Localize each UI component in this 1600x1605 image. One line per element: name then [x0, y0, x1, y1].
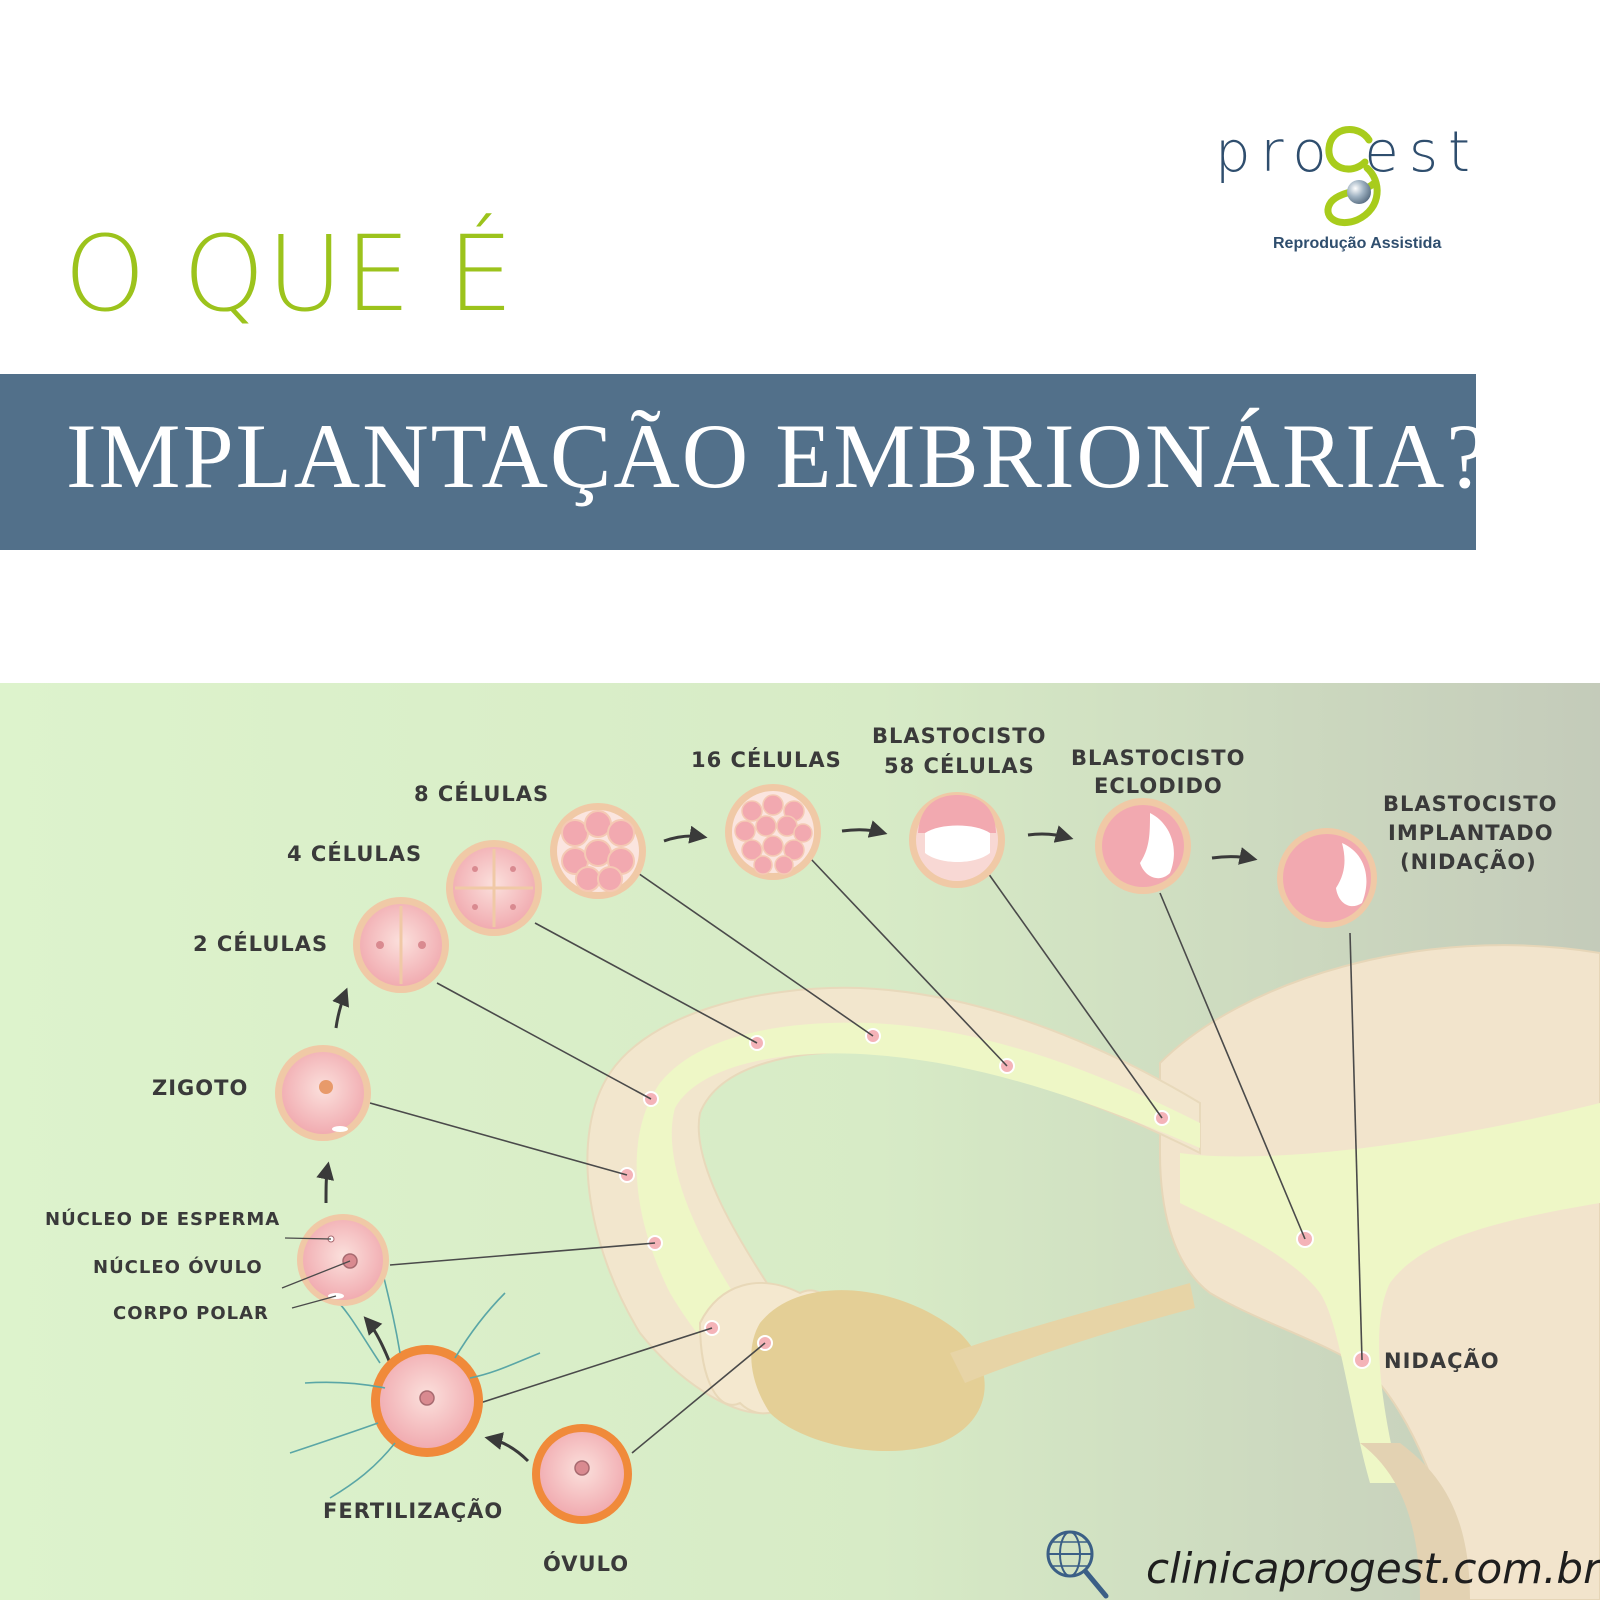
progest-g-logo-icon	[1315, 122, 1391, 234]
label-egg-nucleus: NÚCLEO ÓVULO	[93, 1256, 263, 1278]
kicker-heading: O QUE É	[64, 222, 515, 326]
cell-ovulo	[532, 1424, 632, 1524]
label-blasto58-line1: BLASTOCISTO	[872, 724, 1046, 748]
embryo-development-diagram: ÓVULO FERTILIZAÇÃO ZIGOTO 2 CÉLULAS 4 CÉ…	[0, 683, 1600, 1600]
cell-blasto58	[909, 792, 1005, 888]
label-sperm-nucleus: NÚCLEO DE ESPERMA	[45, 1208, 280, 1230]
label-implantado-line2: IMPLANTADO	[1388, 821, 1554, 845]
brand-logo: pro est Reprodução Assistida	[1205, 112, 1525, 262]
label-nidacao: NIDAÇÃO	[1384, 1348, 1500, 1373]
cell-eclodido	[1095, 798, 1191, 894]
cell-8celulas	[550, 803, 646, 899]
cell-2celulas	[353, 897, 449, 993]
title-band: IMPLANTAÇÃO EMBRIONÁRIA?	[0, 374, 1476, 550]
label-ovulo: ÓVULO	[543, 1551, 629, 1576]
label-fertilizacao: FERTILIZAÇÃO	[323, 1498, 503, 1523]
page-title: IMPLANTAÇÃO EMBRIONÁRIA?	[66, 410, 1489, 502]
label-blasto58-line2: 58 CÉLULAS	[884, 753, 1035, 778]
label-8celulas: 8 CÉLULAS	[414, 781, 549, 806]
logo-tagline: Reprodução Assistida	[1273, 235, 1441, 253]
label-eclodido-line2: ECLODIDO	[1094, 774, 1223, 798]
label-16celulas: 16 CÉLULAS	[691, 747, 842, 772]
cell-16celulas	[725, 784, 821, 880]
label-implantado-line3: (NIDAÇÃO)	[1400, 849, 1537, 874]
search-globe-icon	[1040, 1524, 1136, 1600]
label-polar-body: CORPO POLAR	[113, 1303, 269, 1324]
label-zigoto: ZIGOTO	[152, 1076, 248, 1100]
footer: clinicaprogest.com.br	[1040, 1524, 1600, 1600]
website-url[interactable]: clinicaprogest.com.br	[1146, 1544, 1600, 1593]
label-2celulas: 2 CÉLULAS	[193, 931, 328, 956]
cell-zigoto	[275, 1045, 371, 1141]
cell-4celulas	[446, 840, 542, 936]
label-implantado-line1: BLASTOCISTO	[1383, 792, 1557, 816]
cell-implantado	[1277, 828, 1377, 928]
label-4celulas: 4 CÉLULAS	[287, 841, 422, 866]
label-eclodido-line1: BLASTOCISTO	[1071, 746, 1245, 770]
